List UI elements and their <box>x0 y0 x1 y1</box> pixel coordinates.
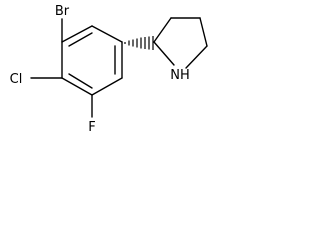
chemical-structure-diagram: Br Cl F NH <box>10 4 208 135</box>
fluorine-atom-label: F <box>88 120 95 135</box>
pyrrolidine-ring <box>153 17 208 69</box>
ring-bond-top-right <box>91 25 123 43</box>
bromine-atom-label: Br <box>55 4 70 19</box>
chlorine-atom-label: Cl <box>10 72 23 87</box>
stereo-hashed-wedge <box>124 36 154 50</box>
ring-bond-top-left <box>61 25 93 43</box>
pyrrolidine-bond-n-c2 <box>153 41 175 66</box>
pyrrolidine-bond-c4-c5 <box>199 17 208 47</box>
ring-bond-bottom-right <box>91 77 123 96</box>
ring-bond-bottom-left <box>61 77 93 96</box>
pyrrolidine-bond-c2-c3 <box>153 17 172 43</box>
amine-atom-label: NH <box>170 68 190 83</box>
pyrrolidine-bond-c5-n <box>185 45 208 69</box>
ring-double-bond-top <box>68 32 93 47</box>
benzene-ring <box>61 25 123 96</box>
ring-double-bond-bottom <box>68 73 93 89</box>
